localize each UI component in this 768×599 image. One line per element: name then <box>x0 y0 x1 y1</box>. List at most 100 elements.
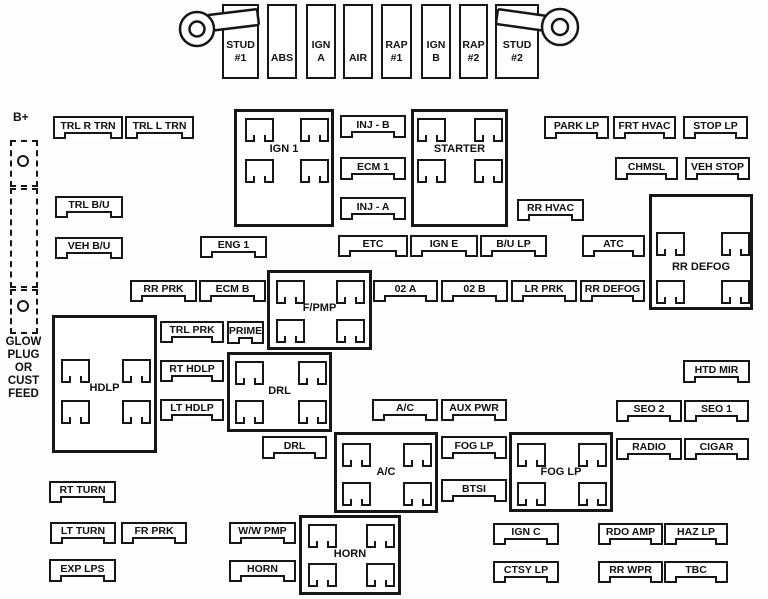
fuse-lt-turn: LT TURN <box>50 522 116 544</box>
relay-terminal <box>366 563 395 587</box>
fuse-ecm-1: ECM 1 <box>340 157 406 180</box>
fuse-label: IGN C <box>511 526 541 539</box>
fuse-label: DRL <box>283 439 306 452</box>
relay-terminal <box>308 524 337 548</box>
fuse-rt-hdlp: RT HDLP <box>160 360 224 382</box>
fuse-label: EXP LPS <box>60 562 105 575</box>
fuse-seo-2: SEO 2 <box>616 400 682 422</box>
fuse-label: LT HDLP <box>170 402 214 415</box>
relay-fog-lp: FOG LP <box>509 432 613 512</box>
fuse-ecm-b: ECM B <box>199 280 266 302</box>
relay-hdlp: HDLP <box>52 315 157 453</box>
fuse-horn: HORN <box>229 560 296 582</box>
relay-terminal <box>61 359 90 383</box>
fuse-btsi: BTSI <box>441 479 507 502</box>
fuse-label: CHMSL <box>627 160 666 173</box>
fuse-trl-r-trn: TRL R TRN <box>53 116 123 139</box>
fuse-trl-bu: TRL B/U <box>55 196 123 218</box>
relay-label: A/C <box>376 466 396 478</box>
fuse-label: RAP #1 <box>385 39 408 64</box>
fuse-ww-pmp: W/W PMP <box>229 522 296 544</box>
relay-terminal <box>300 159 329 183</box>
fuse-label: IGN E <box>429 238 459 251</box>
fuse-haz-lp: HAZ LP <box>664 523 728 545</box>
fuse-etc: ETC <box>338 235 408 257</box>
fuse-trl-l-trn: TRL L TRN <box>125 116 194 139</box>
relay-terminal <box>403 482 432 506</box>
fuse-label: VEH B/U <box>67 240 111 253</box>
fuse-inj-a: INJ - A <box>340 197 406 220</box>
fuse-rt-turn: RT TURN <box>49 481 116 503</box>
fuse-label: LR PRK <box>524 283 564 296</box>
relay-ign1: IGN 1 <box>234 109 334 227</box>
fuse-fr-prk: FR PRK <box>121 522 187 544</box>
fuse-tbc: TBC <box>664 561 728 583</box>
fuse-ign-e: IGN E <box>410 235 478 257</box>
fuse-park-lp: PARK LP <box>544 116 609 139</box>
fuse-label: W/W PMP <box>238 525 287 538</box>
fuse-stop-lp: STOP LP <box>683 116 748 139</box>
fuse-radio: RADIO <box>616 438 682 460</box>
relay-label: DRL <box>268 385 291 397</box>
fuse-abs: ABS <box>267 4 297 79</box>
fuse-label: RAP #2 <box>462 39 485 64</box>
fuse-rap-2: RAP #2 <box>459 4 488 79</box>
fuse-rr-wpr: RR WPR <box>598 561 663 583</box>
relay-fpmp: F/PMP <box>267 270 372 350</box>
relay-terminal <box>578 482 607 506</box>
fuse-label: B/U LP <box>496 238 531 251</box>
fuse-label: INJ - A <box>356 200 390 213</box>
relay-terminal <box>276 319 305 343</box>
fuse-ign-a: IGN A <box>306 4 336 79</box>
fuse-trl-prk: TRL PRK <box>160 321 224 343</box>
fuse-label: IGN A <box>311 39 331 64</box>
fuse-ign-c: IGN C <box>493 523 559 545</box>
terminal-ring-icon <box>17 155 29 167</box>
relay-terminal <box>245 159 274 183</box>
fuse-cigar: CIGAR <box>684 438 749 460</box>
fuse-label: LT TURN <box>60 525 106 538</box>
fuse-label: RR WPR <box>609 564 652 577</box>
relay-terminal <box>656 280 685 304</box>
relay-drl: DRL <box>227 352 332 432</box>
fuse-label: FR PRK <box>134 525 174 538</box>
fuse-label: ABS <box>270 51 294 64</box>
relay-label: F/PMP <box>302 302 337 314</box>
fuse-inj-b: INJ - B <box>340 115 406 138</box>
fuse-ign-b: IGN B <box>421 4 451 79</box>
fuse-label: RR PRK <box>143 283 184 296</box>
fuse-label: PARK LP <box>553 119 600 132</box>
fuse-label: RADIO <box>632 441 666 454</box>
relay-terminal <box>721 232 750 256</box>
fuse-label: ETC <box>362 238 384 251</box>
relay-terminal <box>336 280 365 304</box>
relay-terminal <box>298 400 327 424</box>
relay-terminal <box>721 280 750 304</box>
fuse-bu-lp: B/U LP <box>480 235 547 257</box>
fuse-label: STOP LP <box>693 119 738 132</box>
fuse-lt-hdlp: LT HDLP <box>160 399 224 421</box>
relay-terminal <box>417 159 446 183</box>
fuse-label: TRL L TRN <box>132 119 187 132</box>
relay-terminal <box>235 361 264 385</box>
relay-label: RR DEFOG <box>671 261 731 273</box>
relay-label: IGN 1 <box>269 143 299 155</box>
relay-terminal <box>308 563 337 587</box>
fuse-drl: DRL <box>262 436 327 459</box>
fuse-label: PRIME <box>228 324 263 337</box>
relay-terminal <box>417 118 446 142</box>
fuse-exp-lps: EXP LPS <box>49 559 116 582</box>
fuse-label: HAZ LP <box>677 526 715 539</box>
relay-terminal <box>122 400 151 424</box>
glow-plug-note: GLOW PLUG OR CUST FEED <box>5 336 42 400</box>
fuse-air: AIR <box>343 4 373 79</box>
relay-terminal <box>403 443 432 467</box>
feed-connector-bottom <box>10 289 38 334</box>
relay-terminal <box>578 443 607 467</box>
fuse-label: SEO 1 <box>701 403 732 416</box>
fuse-label: INJ - B <box>356 118 390 131</box>
fuse-label: ENG 1 <box>217 239 250 252</box>
relay-label: HORN <box>333 548 367 560</box>
feed-connector-top <box>10 140 38 187</box>
